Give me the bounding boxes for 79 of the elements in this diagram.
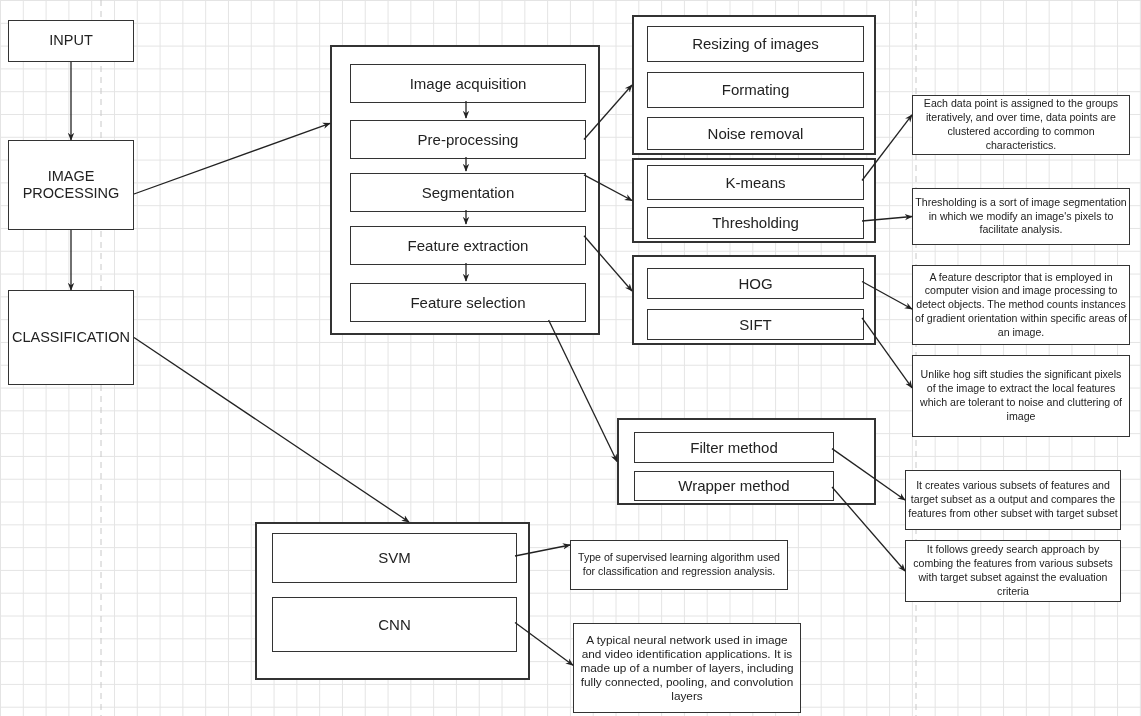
node-text: Formating (721, 81, 790, 99)
node-text: Thresholding is a sort of image segmentation in which we modify an image's pixels to facilitate analysis. (915, 195, 1127, 238)
arrow (133, 336, 410, 523)
group-container (617, 418, 876, 505)
step-box (634, 471, 834, 501)
node-text: SIFT (739, 315, 772, 334)
step-box (272, 597, 517, 652)
arrow (861, 280, 913, 310)
node-text: Pre-processing (417, 130, 519, 149)
arrow (67, 61, 75, 141)
step-box (647, 268, 864, 299)
arrow (67, 229, 75, 291)
group-container (255, 522, 530, 680)
node-text: SVM (378, 549, 411, 567)
group-container (632, 15, 876, 155)
step-box (350, 226, 586, 265)
arrow (547, 319, 618, 463)
group-container (632, 158, 876, 243)
arrow (831, 486, 906, 572)
arrow (462, 262, 470, 282)
arrow (831, 447, 906, 501)
arrow (462, 100, 470, 119)
node-text: Segmentation (421, 183, 515, 202)
arrow (462, 156, 470, 172)
step-box (647, 117, 864, 150)
arrow (514, 621, 574, 666)
node-text: HOG (738, 274, 773, 293)
step-box (350, 120, 586, 159)
node-text: CLASSIFICATION (11, 328, 131, 347)
process-box (8, 20, 134, 62)
step-box (647, 165, 864, 200)
node-text: Unlike hog sift studies the significant pixels of the image to extract the local features which are tolerant to noise and cluttering of image (919, 368, 1123, 424)
description-box (573, 623, 801, 713)
step-box (350, 64, 586, 103)
node-text: CNN (378, 615, 411, 634)
node-text: Type of supervised learning algorithm used for classification and regression analysis. (577, 551, 781, 579)
node-text: It creates various subsets of features and target subset as a output and compares the features from other subset with target subset (908, 479, 1118, 521)
arrow (462, 209, 470, 225)
description-box (905, 540, 1121, 602)
node-text: INPUT (49, 32, 93, 50)
arrow (861, 213, 913, 222)
step-box (647, 207, 864, 239)
node-text: Filter method (690, 438, 778, 457)
node-text: Feature extraction (407, 236, 529, 255)
node-text: It follows greedy search approach by combing the features from various subsets with target subset against the evaluation criteria (912, 543, 1114, 599)
node-text: Wrapper method (678, 477, 790, 495)
group-container (632, 255, 876, 345)
step-box (350, 173, 586, 212)
node-text: Resizing of images (692, 35, 819, 53)
step-box (647, 309, 864, 340)
arrow (583, 174, 633, 202)
node-text: K-means (725, 173, 786, 192)
description-box (905, 470, 1121, 530)
arrow (514, 543, 571, 557)
description-box (570, 540, 788, 590)
node-text: Feature selection (410, 293, 526, 312)
node-text: Noise removal (707, 124, 804, 143)
description-box (912, 95, 1130, 155)
arrow (861, 317, 913, 389)
step-box (647, 72, 864, 108)
step-box (350, 283, 586, 322)
node-text: Thresholding (712, 214, 799, 232)
arrow (583, 235, 633, 292)
step-box (634, 432, 834, 463)
description-box (912, 188, 1130, 245)
arrow (861, 114, 913, 182)
node-text: A typical neural network used in image and video identification applications. It is made up of a number of layers, including fully connected, pooling, and convolution layers (579, 632, 795, 704)
arrow (133, 122, 331, 195)
node-text: IMAGE PROCESSING (21, 167, 121, 203)
node-text: Each data point is assigned to the groups iteratively, and over time, data points are clustered according to common characteristics. (922, 97, 1120, 153)
step-box (272, 533, 517, 583)
group-container (330, 45, 600, 335)
description-box (912, 355, 1130, 437)
process-box (8, 290, 134, 385)
arrow (583, 84, 633, 141)
node-text: Image acquisition (409, 74, 527, 93)
process-box (8, 140, 134, 230)
step-box (647, 26, 864, 62)
node-text: A feature descriptor that is employed in computer vision and image processing to detect objects. The method counts instances of gradient orientation within specific areas of an image. (915, 270, 1127, 340)
